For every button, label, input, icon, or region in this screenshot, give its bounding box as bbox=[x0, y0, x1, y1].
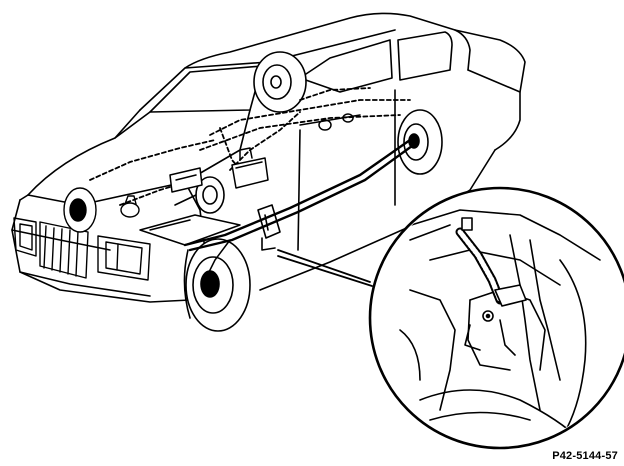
detail-magnifier-circle bbox=[368, 186, 624, 450]
brake-booster bbox=[174, 176, 225, 214]
reservoir bbox=[120, 195, 140, 218]
hydraulic-unit bbox=[169, 167, 203, 193]
brake-line-bundle bbox=[183, 138, 414, 252]
spare-wheel bbox=[253, 51, 307, 113]
abs-sensor-cable bbox=[204, 113, 361, 281]
callout-leader-line bbox=[277, 249, 373, 287]
headlight-right bbox=[97, 235, 151, 281]
brake-lines-dashed bbox=[89, 87, 411, 206]
front-wheel-far bbox=[63, 187, 97, 233]
headlight-left bbox=[13, 217, 37, 257]
rear-wheel bbox=[397, 109, 443, 175]
master-cylinder bbox=[231, 147, 269, 189]
figure-reference-code: P42-5144-57 bbox=[552, 450, 618, 462]
front-wheel bbox=[183, 238, 251, 332]
battery-tray bbox=[139, 214, 241, 246]
detail-view-contents bbox=[394, 209, 601, 441]
